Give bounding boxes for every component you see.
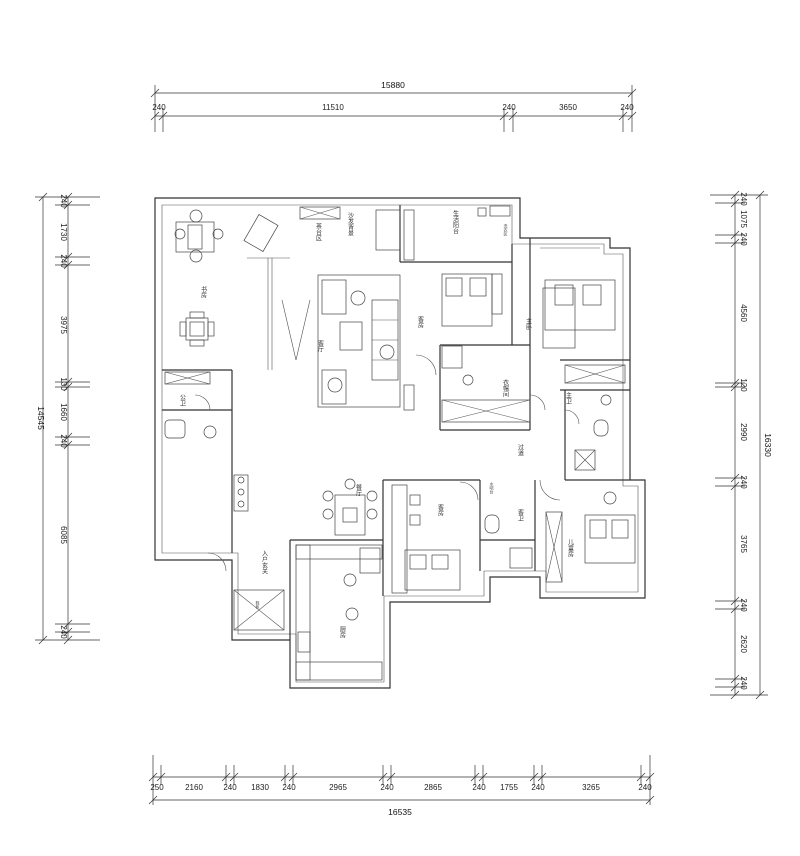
master-bath: 主卫 xyxy=(565,391,612,471)
bottom-dimension-1: 250 xyxy=(150,783,164,792)
left-dimension-2: 1730 xyxy=(59,223,68,241)
right-dimension-11: 240 xyxy=(739,676,748,690)
master-bath-label: 主卫 xyxy=(565,391,572,404)
bottom-dimension-chain: 250 2160 240 1830 240 2965 240 2865 240 … xyxy=(148,755,655,817)
top-total-dimension: 15880 xyxy=(381,80,405,90)
right-dimension-5: 120 xyxy=(739,378,748,392)
master-bedroom: 主卧 xyxy=(525,247,626,384)
bottom-dimension-8: 2865 xyxy=(424,783,442,792)
study-area: 书房 茶台区 xyxy=(164,206,341,385)
left-dimension-9: 240 xyxy=(59,625,68,639)
top-dimension-1: 240 xyxy=(152,103,166,112)
restaurant-label: 餐厅 xyxy=(355,483,362,496)
right-dimension-chain: 240 1075 240 4560 120 2990 240 3765 240 … xyxy=(710,190,773,700)
guest-bath: 客卫 水吧台 xyxy=(484,481,533,569)
top-dimension-2: 11510 xyxy=(322,103,344,112)
bottom-total-dimension: 16535 xyxy=(388,807,412,817)
kids-room: 儿童房 xyxy=(545,491,636,583)
bottom-dimension-12: 3265 xyxy=(582,783,600,792)
tea-area-label: 茶台区 xyxy=(315,222,322,241)
dining-room: 餐厅 xyxy=(322,478,378,536)
study-label: 书房 xyxy=(200,285,207,299)
interior-walls xyxy=(162,205,630,640)
right-dimension-7: 240 xyxy=(739,475,748,489)
right-dimension-2: 1075 xyxy=(739,210,748,228)
center-bedroom: 客房 xyxy=(391,484,461,594)
balcony-area: 生活阳台 洗衣区 xyxy=(452,205,511,236)
bottom-dimension-6: 2965 xyxy=(329,783,347,792)
right-dimension-6: 2990 xyxy=(739,423,748,441)
guest-room: 客房 衣帽间 xyxy=(417,273,531,423)
left-dimension-8: 6085 xyxy=(59,526,68,544)
right-dimension-1: 240 xyxy=(739,192,748,206)
laundry-label: 洗衣区 xyxy=(504,223,509,236)
entrance-area: 入户玄关 公卫 鞋柜 xyxy=(164,394,285,631)
living-room: 客厅 沙发背景 过道 xyxy=(281,209,524,457)
exterior-walls xyxy=(154,197,646,689)
right-dimension-9: 240 xyxy=(739,598,748,612)
bottom-dimension-4: 1830 xyxy=(251,783,269,792)
balcony-label: 生活阳台 xyxy=(452,209,459,235)
right-dimension-8: 3765 xyxy=(739,535,748,553)
public-bath-label: 公卫 xyxy=(179,394,186,406)
kitchen-label: 厨房 xyxy=(339,626,346,639)
water-bar-label: 水吧台 xyxy=(490,481,495,495)
left-dimension-4: 3975 xyxy=(59,316,68,334)
bottom-dimension-13: 240 xyxy=(638,783,652,792)
left-dimension-1: 240 xyxy=(59,194,68,208)
kitchen: 厨房 xyxy=(295,544,383,681)
shoe-cabinet-label: 鞋柜 xyxy=(256,600,261,610)
guest-room-label: 客房 xyxy=(417,315,424,329)
top-dimension-4: 3650 xyxy=(559,103,577,112)
guest-room-2-label: 客房 xyxy=(437,503,444,517)
guest-bath-label: 客卫 xyxy=(517,508,524,521)
corridor-label: 过道 xyxy=(517,443,524,457)
bottom-dimension-5: 240 xyxy=(282,783,296,792)
top-dimension-3: 240 xyxy=(502,103,516,112)
bottom-dimension-7: 240 xyxy=(380,783,394,792)
left-total-dimension: 14545 xyxy=(36,406,46,430)
left-dimension-3: 240 xyxy=(59,254,68,268)
cloakroom-label: 衣帽间 xyxy=(502,378,509,398)
door-swings xyxy=(194,354,580,501)
left-dimension-7: 240 xyxy=(59,434,68,448)
right-dimension-3: 240 xyxy=(739,232,748,246)
bottom-dimension-9: 240 xyxy=(472,783,486,792)
sofa-wall-label: 沙发背景 xyxy=(347,212,354,237)
right-dimension-4: 4560 xyxy=(739,304,748,322)
top-dimension-chain: 15880 240 11510 240 3650 240 xyxy=(150,80,637,132)
kids-room-label: 儿童房 xyxy=(567,539,574,558)
right-total-dimension: 16330 xyxy=(763,433,773,457)
living-room-label: 客厅 xyxy=(317,339,324,352)
left-dimension-5: 130 xyxy=(59,377,68,391)
bottom-dimension-2: 2160 xyxy=(185,783,203,792)
bottom-dimension-10: 1755 xyxy=(500,783,518,792)
entrance-label: 入户玄关 xyxy=(261,550,268,575)
bottom-dimension-3: 240 xyxy=(223,783,237,792)
left-dimension-chain: 14545 240 1730 240 3975 130 1660 240 608… xyxy=(35,192,100,645)
top-dimension-5: 240 xyxy=(620,103,634,112)
bottom-dimension-11: 240 xyxy=(531,783,545,792)
right-dimension-10: 2620 xyxy=(739,635,748,653)
left-dimension-6: 1660 xyxy=(59,403,68,421)
master-bedroom-label: 主卧 xyxy=(525,317,532,331)
